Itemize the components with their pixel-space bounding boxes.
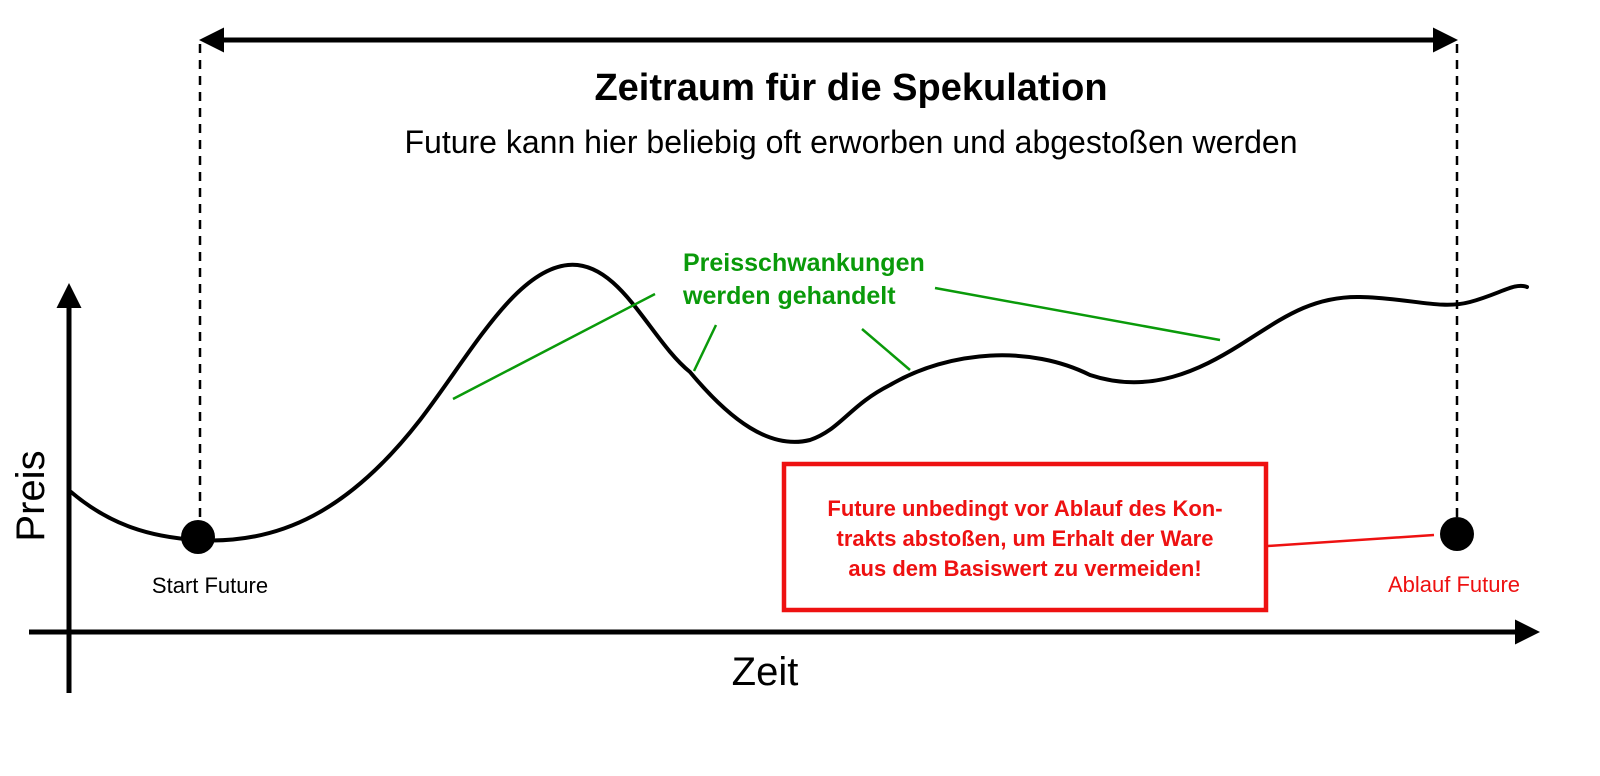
x-axis-label: Zeit: [732, 650, 799, 694]
price-curve: [69, 262, 1529, 543]
diagram-title: Zeitraum für die Spekulation: [594, 67, 1107, 109]
start-future-label: Start Future: [152, 573, 268, 598]
end-future-label: Ablauf Future: [1388, 572, 1520, 597]
warning-text-line3: aus dem Basiswert zu vermeiden!: [848, 556, 1201, 581]
fluctuation-pointer-3: [861, 328, 911, 371]
fluctuation-pointer-1: [452, 292, 656, 401]
diagram-subtitle: Future kann hier beliebig oft erworben u…: [404, 124, 1297, 160]
warning-box: [781, 461, 1269, 613]
warning-text-line2: trakts abstoßen, um Erhalt der Ware: [837, 526, 1214, 551]
start-future-marker: [181, 520, 215, 554]
fluctuation-pointer-4: [934, 286, 1221, 342]
warning-pointer: [1267, 533, 1435, 548]
fluctuation-note-line2: werden gehandelt: [682, 282, 896, 310]
fluctuation-note-line1: Preisschwankungen: [683, 249, 925, 277]
fluctuation-pointer-2: [692, 324, 718, 372]
end-future-marker: [1440, 517, 1474, 551]
y-axis-label: Preis: [9, 450, 53, 541]
warning-text-line1: Future unbedingt vor Ablauf des Kon-: [827, 496, 1222, 521]
